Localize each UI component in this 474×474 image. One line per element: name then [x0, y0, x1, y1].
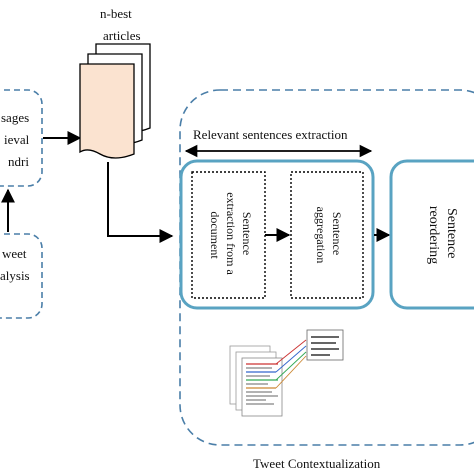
- extraction-line-3: document: [208, 211, 222, 259]
- aggregation-line-2: aggregation: [314, 207, 328, 264]
- relevant-sentences-label: Relevant sentences extraction: [193, 127, 348, 142]
- document-stack-icon: [79, 43, 151, 159]
- aggregation-line-1: Sentence: [330, 212, 344, 255]
- sentence-reordering-box: [389, 159, 474, 310]
- passage-retrieval-line-2: ieval: [4, 132, 30, 147]
- passage-retrieval-line-1: sages: [1, 110, 29, 125]
- text-summary-illustration-icon: [229, 329, 344, 417]
- nbest-articles-label: n-best articles: [100, 6, 141, 43]
- sentence-aggregation-label: Sentence aggregation: [314, 207, 344, 264]
- nbest-line-1: n-best: [100, 6, 132, 21]
- relevant-extraction-panel: [179, 159, 375, 310]
- tweet-analysis-label: weet alysis: [0, 246, 30, 283]
- tweet-analysis-line-1: weet: [2, 246, 27, 261]
- sentence-extraction-text-group: Sentence extraction from a document: [208, 192, 254, 278]
- sentence-aggregation-box: [290, 171, 364, 299]
- sentence-reordering-label: Sentence reordering: [426, 206, 459, 264]
- extraction-line-1: Sentence: [240, 212, 254, 255]
- reordering-line-1: Sentence: [444, 208, 459, 259]
- arrow-articles-to-extraction: [107, 162, 174, 243]
- reordering-line-2: reordering: [426, 206, 441, 264]
- tweet-analysis-box: [0, 233, 43, 319]
- nbest-line-2: articles: [103, 28, 141, 43]
- sentence-aggregation-text-group: Sentence aggregation: [314, 207, 344, 264]
- sentence-reordering-text-group: Sentence reordering: [426, 206, 459, 264]
- sentence-extraction-label: Sentence extraction from a document: [208, 192, 254, 278]
- tweet-contextualization-label: Tweet Contextualization: [253, 456, 381, 471]
- extraction-line-2: extraction from a: [224, 192, 238, 275]
- passage-retrieval-line-3: ndri: [8, 154, 29, 169]
- passage-retrieval-label: sages ieval ndri: [1, 110, 33, 169]
- passage-retrieval-box: [0, 89, 43, 187]
- tweet-analysis-line-2: alysis: [0, 268, 30, 283]
